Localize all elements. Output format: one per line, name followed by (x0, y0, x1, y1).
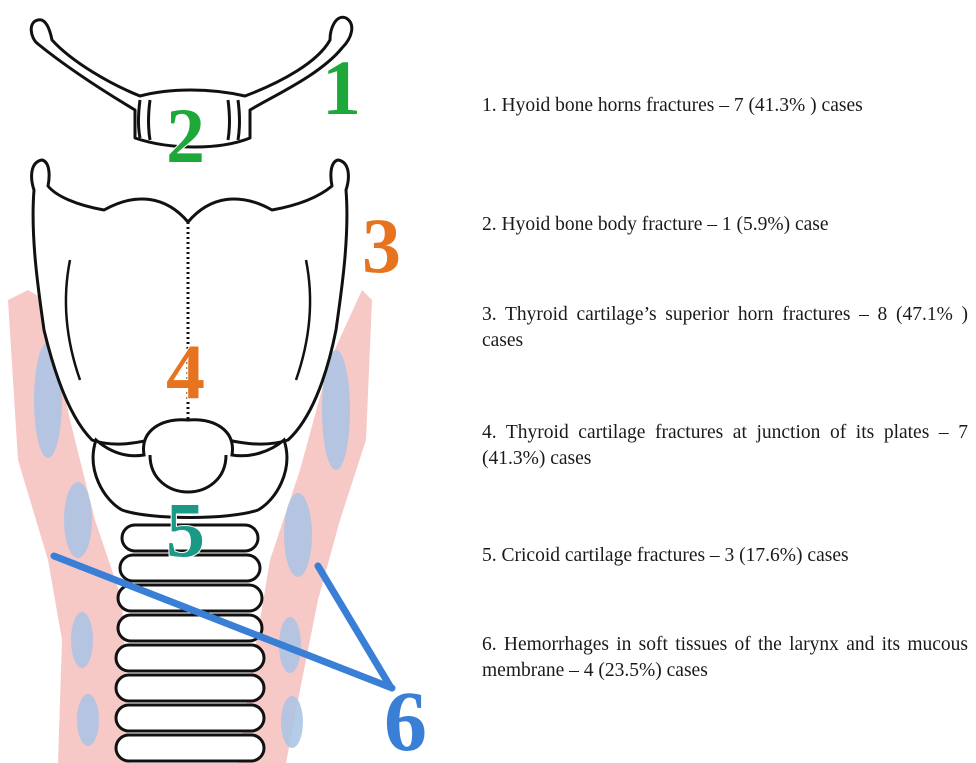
marker-3: 3 (362, 202, 401, 289)
marker-6: 6 (384, 673, 427, 763)
marker-4: 4 (166, 328, 205, 415)
legend-item-3: 3. Thyroid cartilage’s superior horn fra… (482, 302, 968, 354)
legend-item-4: 4. Thyroid cartilage fractures at juncti… (482, 420, 968, 472)
marker-5: 5 (166, 486, 205, 573)
legend-item-6: 6. Hemorrhages in soft tissues of the la… (482, 632, 968, 684)
larynx-diagram: 1 2 3 4 5 6 (0, 0, 470, 763)
marker-2: 2 (166, 92, 205, 179)
legend-item-2: 2. Hyoid bone body fracture – 1 (5.9%) c… (482, 212, 968, 238)
legend-item-5: 5. Cricoid cartilage fractures – 3 (17.6… (482, 543, 968, 569)
legend-item-1: 1. Hyoid bone horns fractures – 7 (41.3%… (482, 93, 968, 119)
marker-1: 1 (322, 44, 361, 131)
